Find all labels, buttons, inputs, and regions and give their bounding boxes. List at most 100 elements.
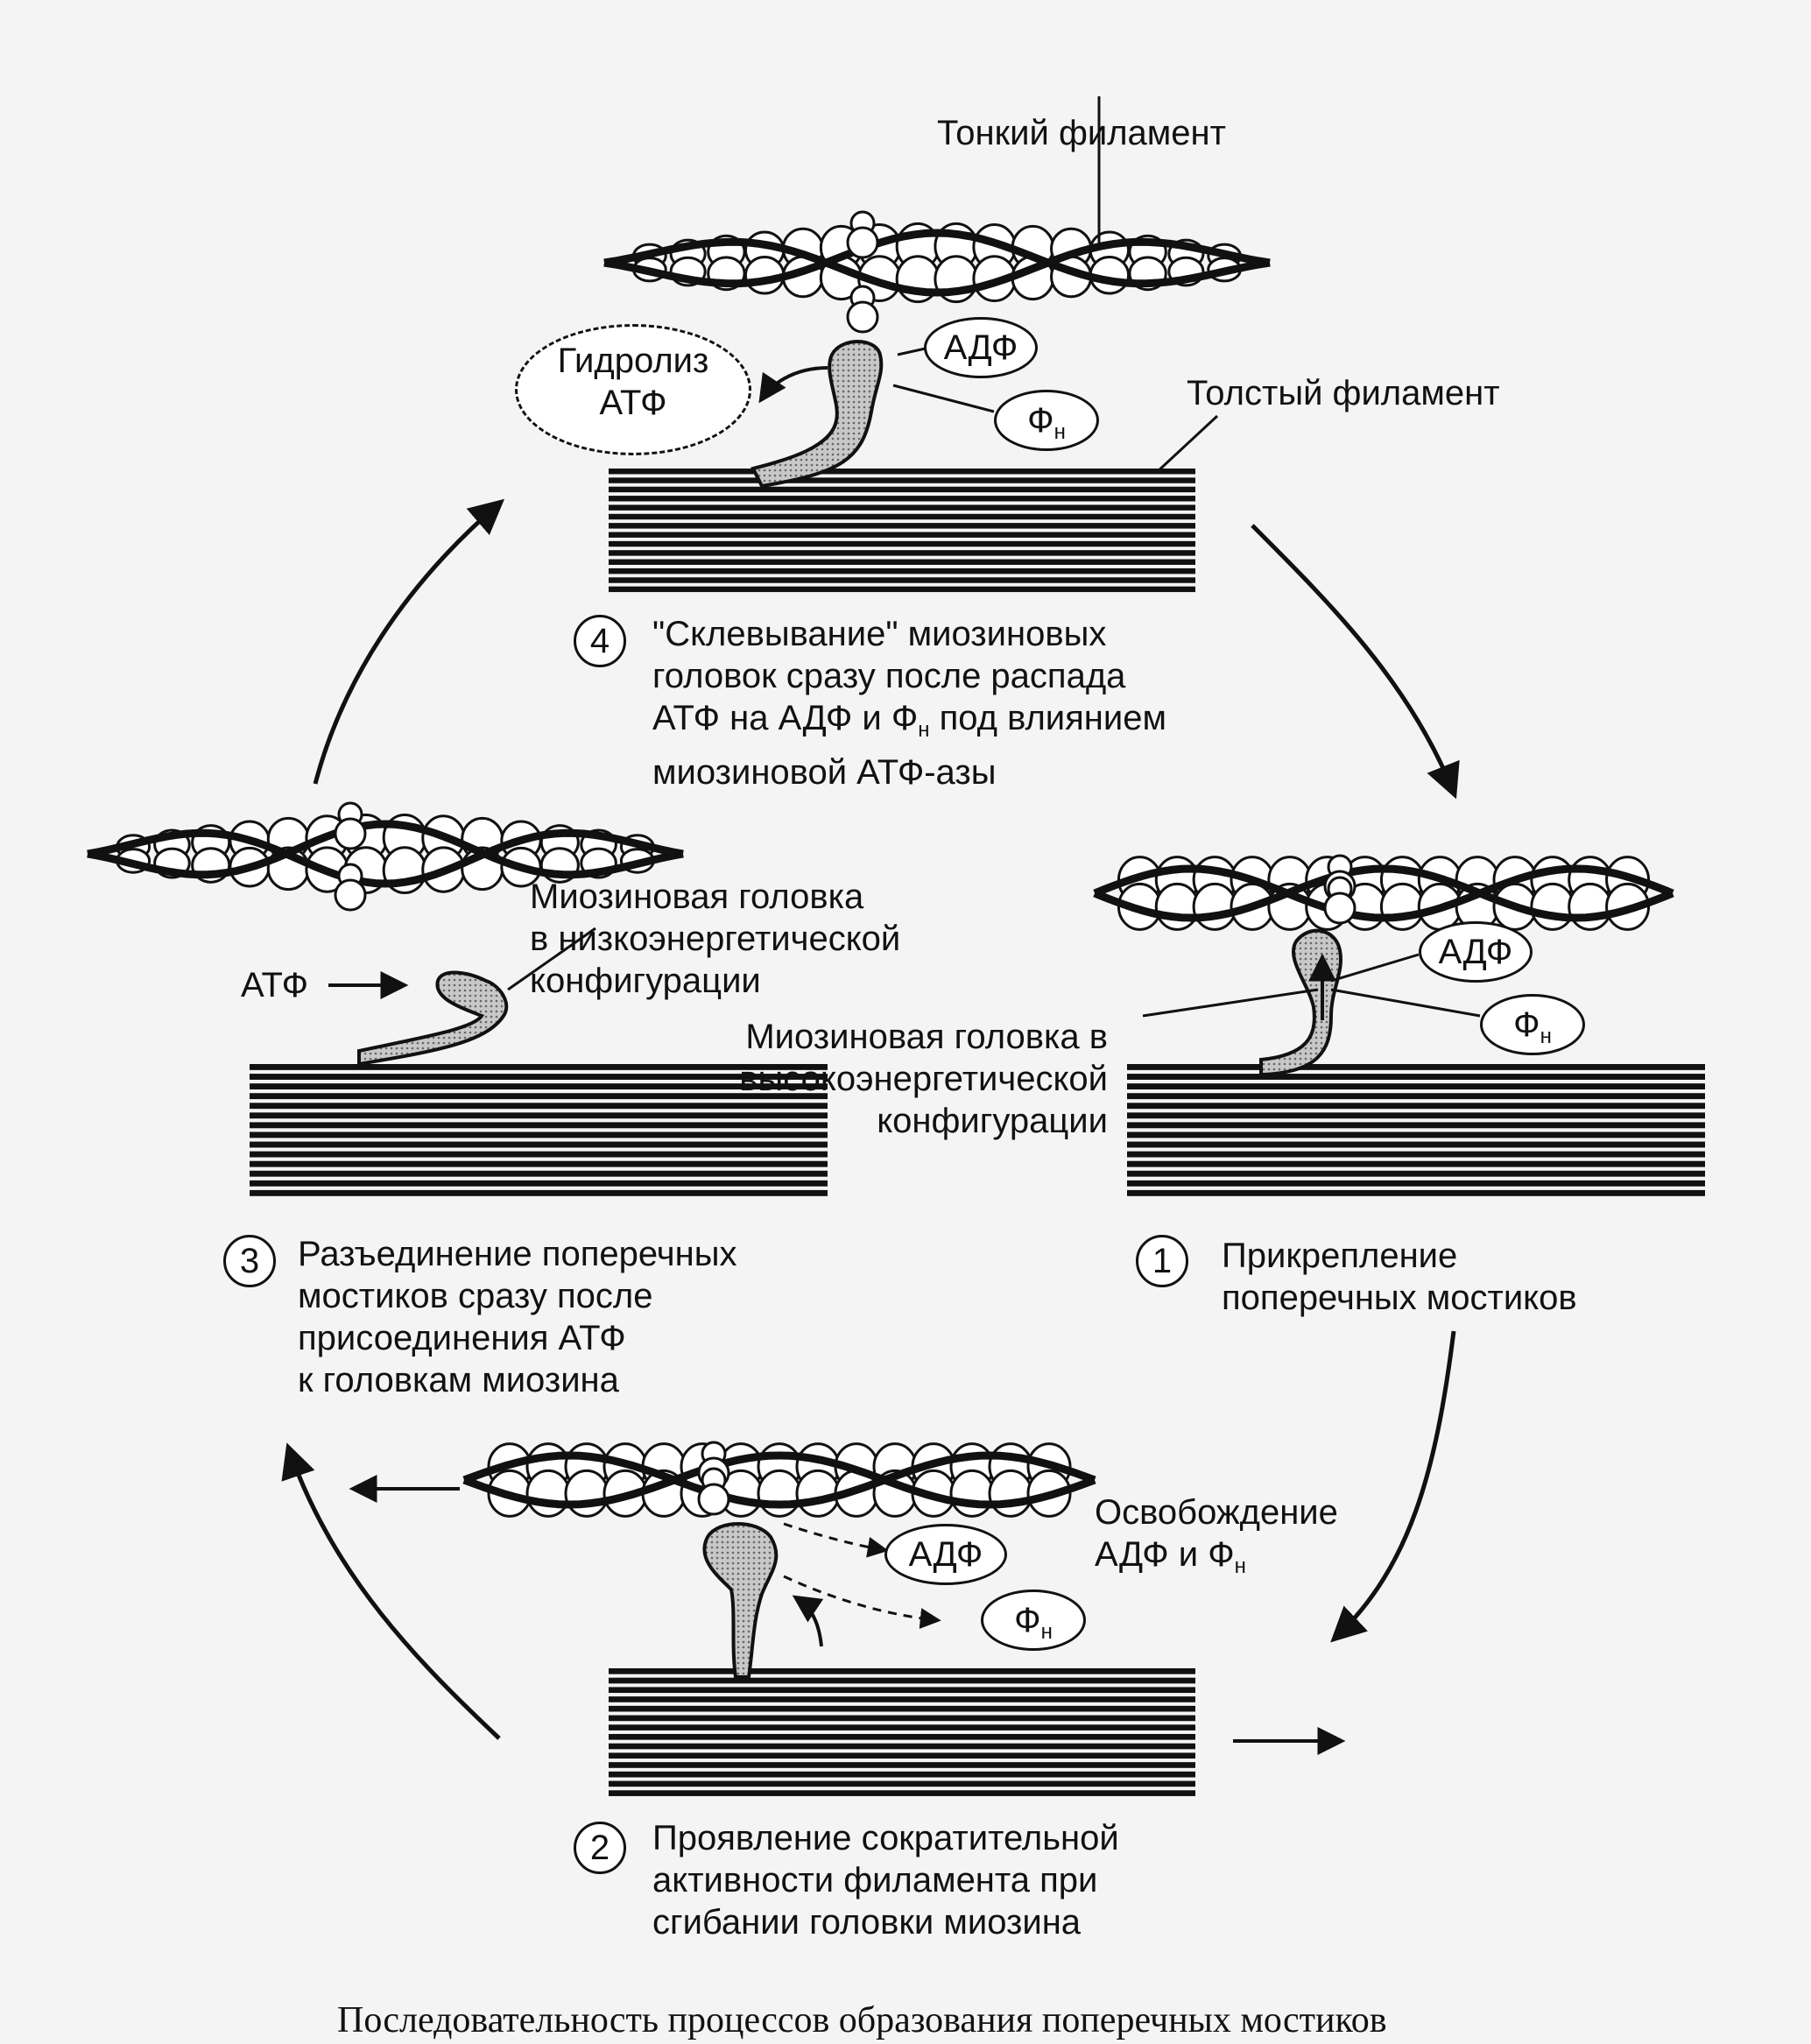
step-2-badge: 2 — [574, 1822, 626, 1874]
thick-filament-strand — [1127, 1160, 1705, 1167]
thick-filament-left — [250, 1064, 828, 1196]
tropomyosin-strand — [87, 820, 684, 879]
myosin-head-right — [1259, 928, 1342, 1077]
thick-filament-strand — [250, 1103, 828, 1110]
myosin-head-left — [357, 970, 509, 1067]
thick-filament-strand — [609, 1668, 1195, 1674]
thick-filament-strand — [609, 532, 1195, 538]
thick-filament-strand — [609, 1780, 1195, 1787]
atp-hydrolysis-text: Гидролиз АТФ — [557, 342, 709, 422]
actin-bead — [1154, 882, 1200, 931]
step-4-text: "Склевывание" миозиновых головок сразу п… — [652, 615, 1166, 792]
thick-filament-strand — [609, 1724, 1195, 1730]
thick-filament-strand — [1127, 1064, 1705, 1070]
thick-filament-strand — [250, 1074, 828, 1080]
actin-bead — [988, 1469, 1033, 1518]
troponin-knob — [697, 1483, 730, 1516]
actin-bead — [949, 1469, 995, 1518]
troponin-knob — [1323, 892, 1356, 925]
thick-filament-top — [609, 469, 1195, 593]
release-label: Освобождение АДФ и Фн — [1095, 1493, 1338, 1578]
step-2-text: Проявление сократительной активности фил… — [652, 1819, 1119, 1942]
phosphate-tag-bottom: Фн — [981, 1589, 1086, 1651]
phosphate-tag-right: Фн — [1480, 994, 1585, 1055]
low-energy-label: Миозиновая головка в низкоэнергетической… — [530, 878, 901, 1000]
thin-filament-bottom — [462, 1441, 1096, 1518]
thin-filament-top — [603, 210, 1271, 334]
thick-filament-strand — [1127, 1112, 1705, 1119]
myosin-head-bottom — [702, 1522, 779, 1679]
troponin-knob — [334, 817, 367, 850]
thick-filament-strand — [609, 469, 1195, 475]
thick-filament-strand — [609, 586, 1195, 593]
step-3-text: Разъединение поперечных мостиков сразу п… — [298, 1235, 737, 1399]
thick-filament-strand — [1127, 1131, 1705, 1138]
figure-caption: Последовательность процессов образования… — [337, 2000, 1387, 2040]
thick-filament-strand — [609, 1677, 1195, 1684]
thin-filament-right — [1093, 854, 1674, 931]
thick-filament-strand — [609, 513, 1195, 520]
thick-filament-strand — [250, 1151, 828, 1158]
adp-tag-bottom: АДФ — [884, 1524, 1007, 1585]
thick-filament-strand — [250, 1189, 828, 1196]
thick-filament-strand — [250, 1170, 828, 1177]
tropomyosin-strand — [462, 1451, 1096, 1509]
thick-filament-strand — [250, 1141, 828, 1148]
thick-filament-strand — [609, 1790, 1195, 1796]
thick-filament-label: Толстый филамент — [1187, 374, 1500, 412]
tropomyosin-strand — [87, 828, 684, 888]
thick-filament-strand — [250, 1180, 828, 1187]
thick-filament-bottom — [609, 1668, 1195, 1796]
thick-filament-strand — [250, 1064, 828, 1070]
thick-filament-strand — [609, 567, 1195, 574]
thick-filament-strand — [250, 1160, 828, 1167]
thick-filament-strand — [609, 559, 1195, 565]
step-4-badge: 4 — [574, 615, 626, 667]
thick-filament-strand — [1127, 1093, 1705, 1100]
atp-label: АТФ — [241, 966, 309, 1004]
thick-filament-strand — [609, 486, 1195, 493]
adp-tag-top: АДФ — [924, 317, 1038, 378]
thick-filament-strand — [1127, 1170, 1705, 1177]
thick-filament-strand — [609, 540, 1195, 547]
thick-filament-strand — [1127, 1122, 1705, 1129]
actin-bead — [1530, 882, 1575, 931]
step-1-text: Прикрепление поперечных мостиков — [1222, 1237, 1577, 1317]
tropomyosin-strand — [603, 237, 1271, 297]
thick-filament-strand — [609, 1762, 1195, 1768]
troponin-knob — [334, 878, 367, 912]
thick-filament-strand — [1127, 1189, 1705, 1196]
thick-filament-strand — [609, 577, 1195, 583]
actin-bead — [1379, 882, 1425, 931]
thick-filament-strand — [250, 1112, 828, 1119]
troponin-knob — [846, 226, 879, 259]
thick-filament-strand — [1127, 1141, 1705, 1148]
thick-filament-strand — [1127, 1151, 1705, 1158]
thick-filament-strand — [250, 1093, 828, 1100]
atp-hydrolysis-bubble — [515, 324, 751, 455]
thick-filament-strand — [1127, 1083, 1705, 1090]
adp-tag-right: АДФ — [1419, 921, 1533, 983]
thick-filament-strand — [250, 1131, 828, 1138]
thick-filament-strand — [1127, 1074, 1705, 1080]
tropomyosin-strand — [462, 1451, 1096, 1509]
thin-filament-label: Тонкий филамент — [937, 114, 1226, 152]
tropomyosin-strand — [1093, 864, 1674, 922]
thick-filament-strand — [609, 1771, 1195, 1778]
thick-filament-strand — [250, 1083, 828, 1090]
actin-bead — [1568, 882, 1613, 931]
thick-filament-strand — [609, 550, 1195, 556]
troponin-knob — [846, 300, 879, 334]
phosphate-tag-top: Фн — [994, 390, 1099, 451]
step-1-badge: 1 — [1136, 1235, 1188, 1287]
thick-filament-strand — [250, 1122, 828, 1129]
actin-bead — [1192, 882, 1237, 931]
myosin-head-top — [750, 340, 884, 489]
thick-filament-strand — [1127, 1180, 1705, 1187]
actin-bead — [525, 1469, 571, 1518]
thick-filament-strand — [609, 1734, 1195, 1740]
thick-filament-strand — [1127, 1103, 1705, 1110]
thick-filament-strand — [609, 1687, 1195, 1694]
